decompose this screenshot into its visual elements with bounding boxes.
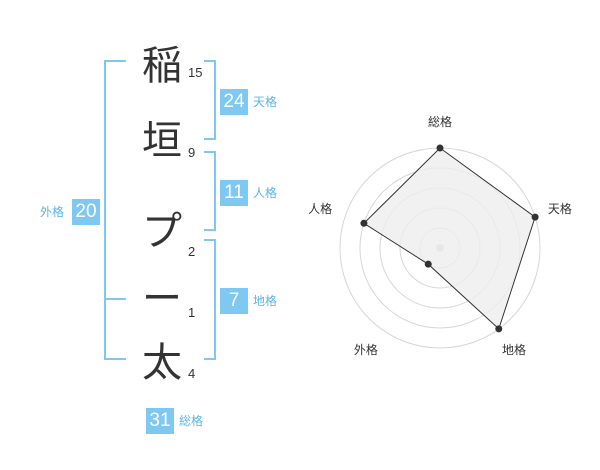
radar-axis-label-5: 人格 [308,201,332,216]
stroke-count-5: 4 [188,366,196,381]
gaikaku-value: 20 [72,199,100,225]
soukaku-value: 31 [146,408,174,434]
name-char-5: 太 [142,340,182,386]
stroke-count-2: 9 [188,145,196,160]
radar-axis-label-4: 外格 [354,342,378,357]
chikaku-value: 7 [220,288,248,314]
radar-point-3 [495,325,503,333]
jinkaku-value: 11 [220,180,248,206]
radar-point-2 [531,213,539,221]
radar-polygon [363,147,536,330]
tenkaku-bracket [204,60,216,140]
tenkaku-value: 24 [220,89,248,115]
radar-point-4 [424,260,432,268]
gaikaku-bracket [104,60,126,360]
name-char-2: 垣 [142,118,182,164]
gaikaku-bracket-divider [104,298,126,300]
radar-axis-label-1: 総格 [428,114,452,129]
radar-points [360,144,539,333]
jinkaku-label: 人格 [253,186,278,200]
stroke-count-1: 15 [188,65,203,80]
radar-point-5 [360,219,368,227]
name-char-1: 稲 [142,43,182,89]
tenkaku-label: 天格 [253,95,278,109]
soukaku-label: 総格 [179,414,204,428]
name-char-4: ー [142,276,182,322]
radar-axis-label-2: 天格 [548,201,572,216]
name-char-3: プ [142,209,182,255]
radar-point-1 [436,144,444,152]
gaikaku-label: 外格 [40,205,65,219]
chikaku-label: 地格 [253,294,278,308]
radar-axis-label-3: 地格 [502,342,526,357]
jinkaku-bracket [204,151,216,231]
stroke-count-3: 2 [188,244,196,259]
chikaku-bracket [204,239,216,360]
stroke-count-4: 1 [188,305,196,320]
